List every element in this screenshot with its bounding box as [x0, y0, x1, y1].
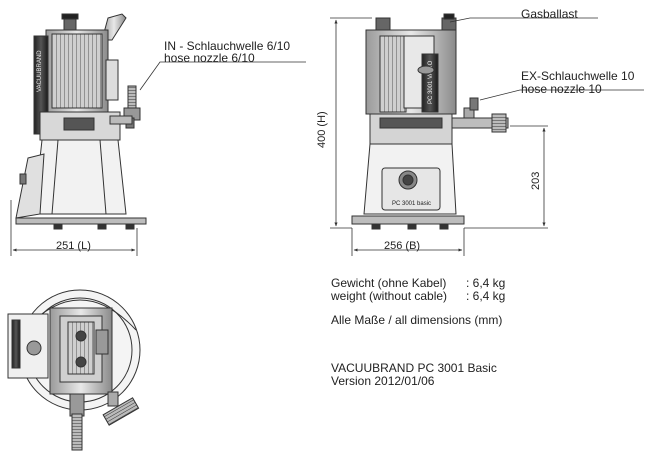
product-version: Version 2012/01/06 — [331, 374, 435, 388]
svg-text:VACUUBRAND: VACUUBRAND — [37, 50, 43, 92]
weight-de-label: Gewicht (ohne Kabel) — [331, 276, 447, 290]
front-view: PC 3001 VARIO PC 3001 basic — [351, 13, 509, 230]
product-name: VACUUBRAND PC 3001 Basic — [331, 361, 497, 375]
dimension-length-label: 251 (L) — [56, 240, 91, 252]
ex-nozzle-label-en: hose nozzle 10 — [521, 82, 602, 96]
gasballast-label: Gasballast — [521, 7, 578, 21]
dimension-width-label: 256 (B) — [384, 240, 421, 252]
in-nozzle-label-de: IN - Schlauchwelle 6/10 — [164, 39, 291, 53]
in-nozzle-label-en: hose nozzle 6/10 — [164, 51, 255, 65]
dimension-length — [10, 200, 138, 256]
top-view — [7, 289, 141, 451]
weight-de-value: : 6,4 kg — [466, 276, 506, 290]
dimension-nozzle-height-label: 203 — [530, 171, 542, 190]
dimension-front — [330, 17, 548, 256]
ex-nozzle-leader — [479, 89, 644, 101]
all-dimensions-note: Alle Maße / all dimensions (mm) — [331, 313, 503, 327]
pump-model-label: PC 3001 VARIO — [428, 60, 434, 104]
weight-en-value: : 6,4 kg — [466, 289, 506, 303]
in-nozzle-leader — [139, 61, 306, 91]
dimension-height-label: 400 (H) — [316, 111, 328, 148]
weight-en-label: weight (without cable) — [331, 289, 448, 303]
front-panel-label: PC 3001 basic — [392, 201, 431, 207]
side-view: VACUUBRAND — [15, 13, 147, 230]
gasballast-leader — [449, 17, 598, 23]
ex-nozzle-label-de: EX-Schlauchwelle 10 — [521, 69, 635, 83]
